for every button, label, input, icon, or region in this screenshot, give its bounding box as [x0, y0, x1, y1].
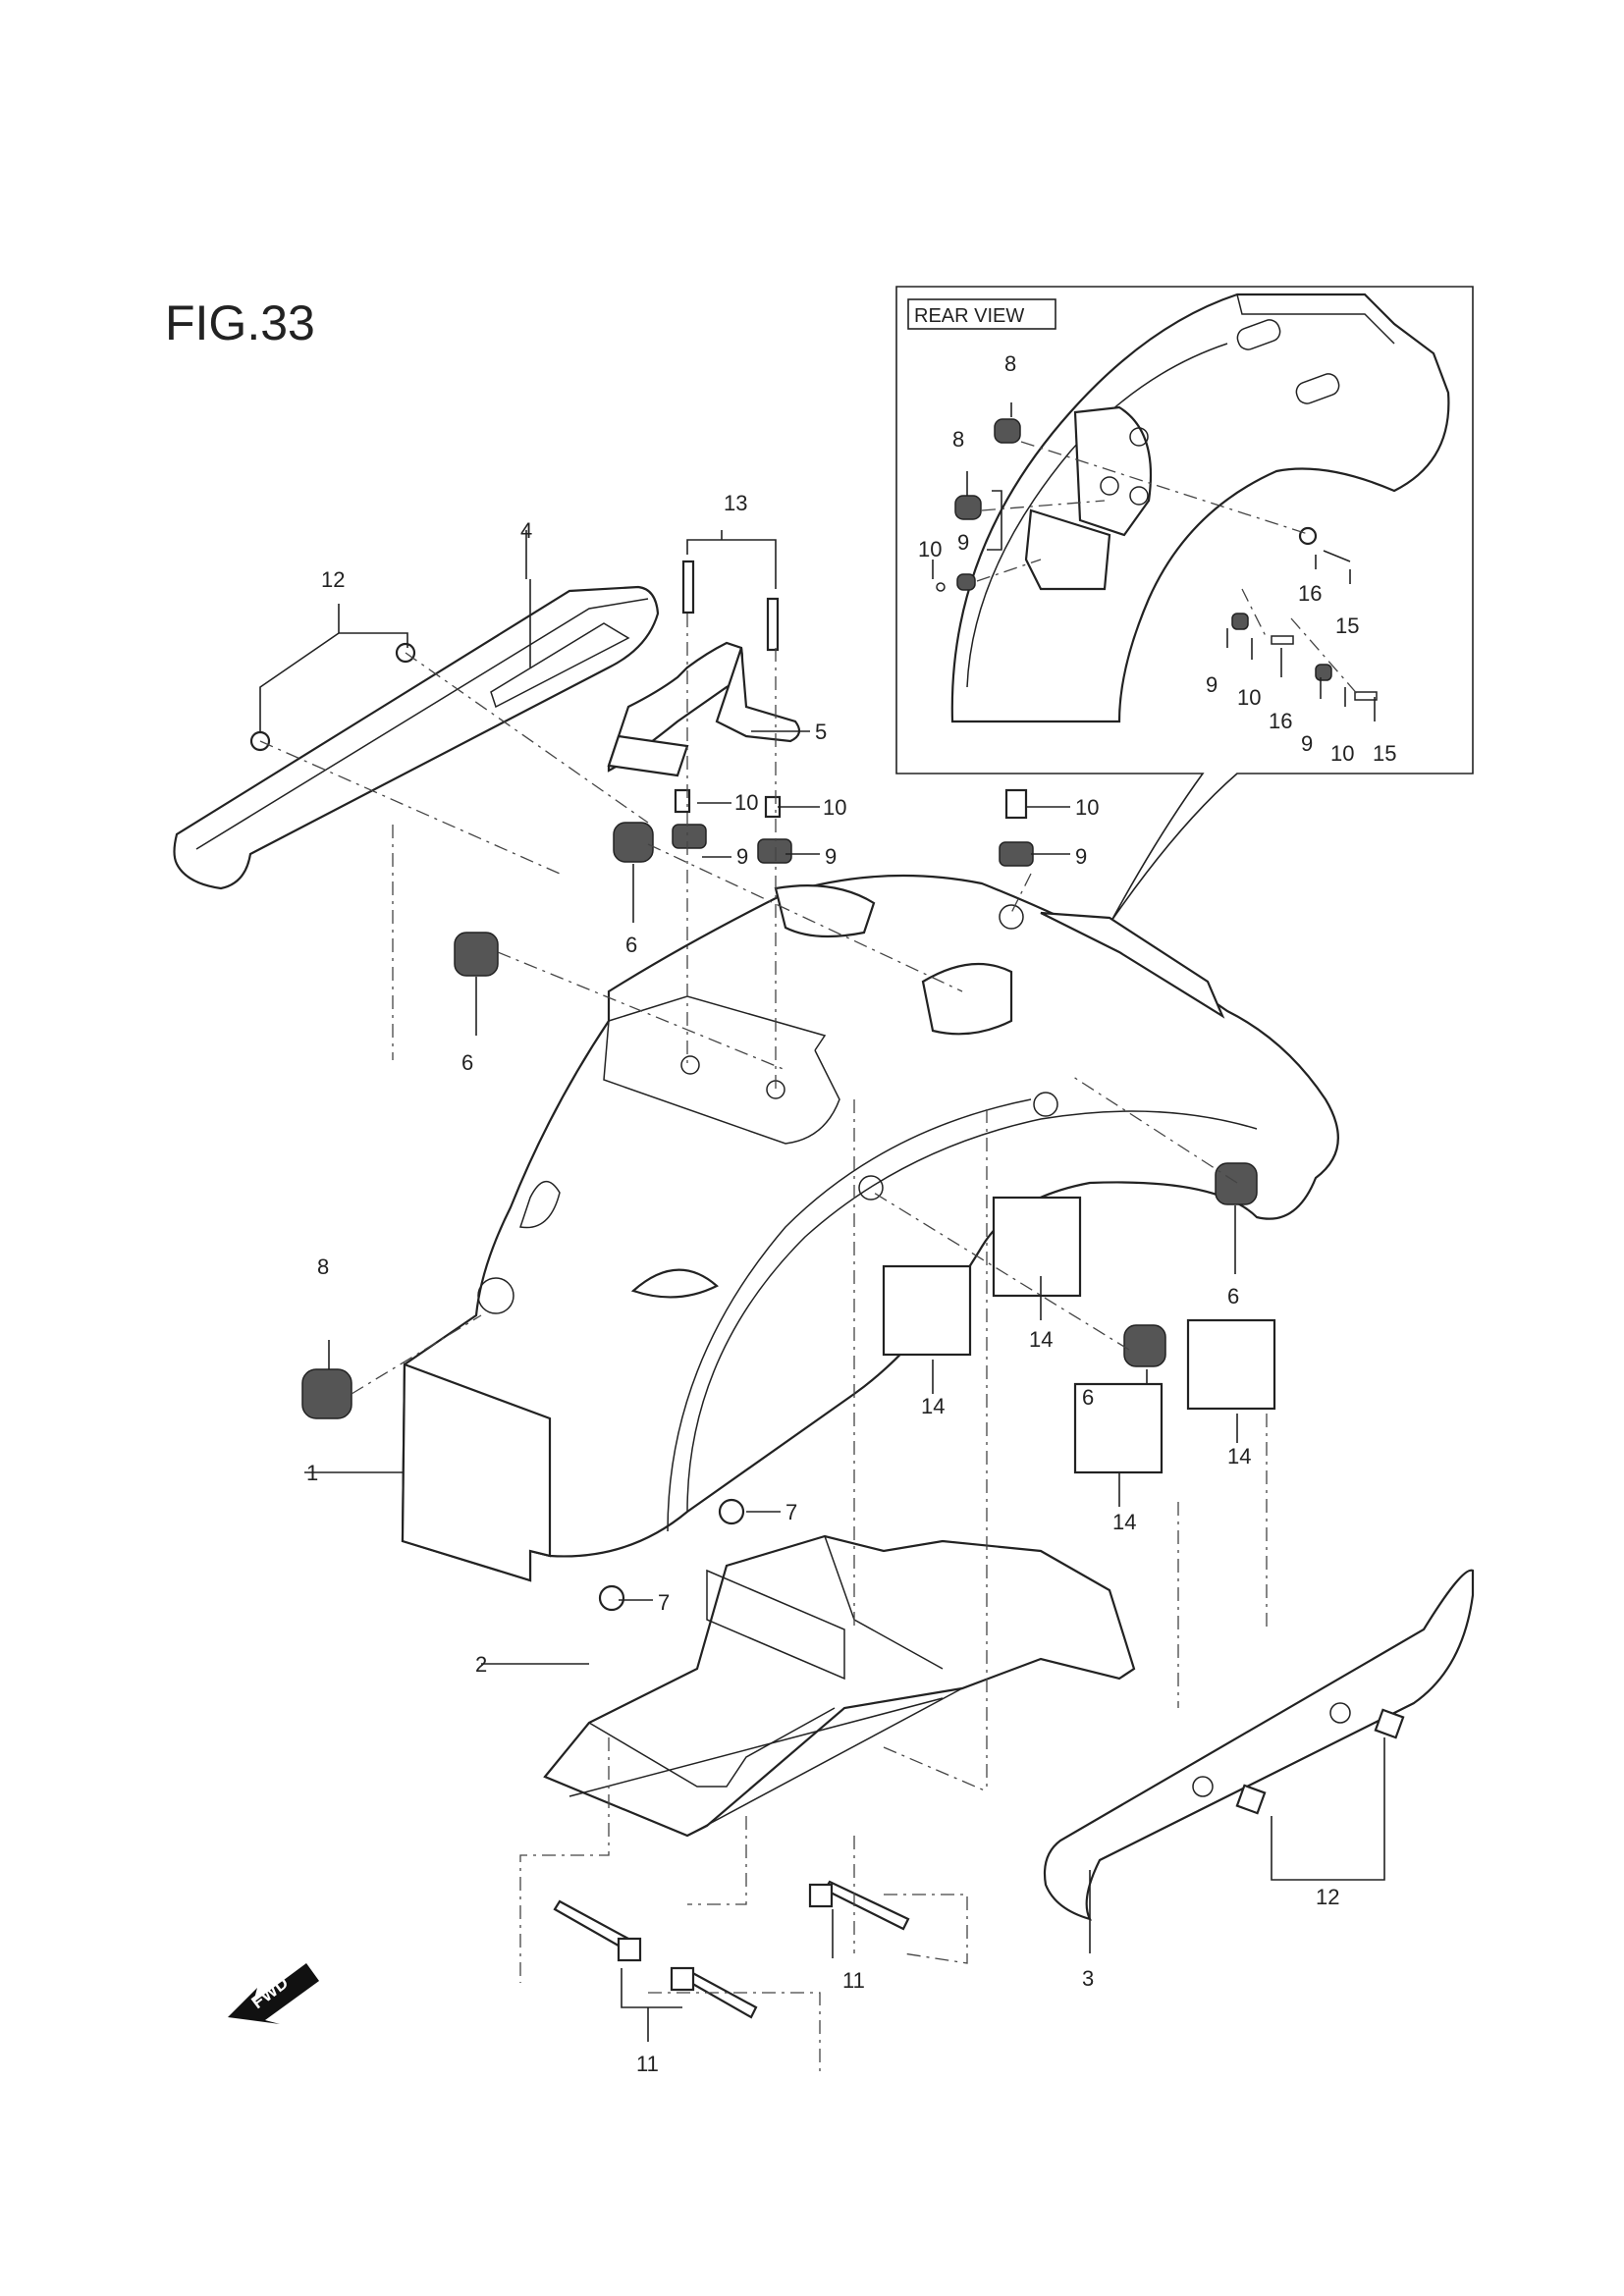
inset-callout-10b: 10: [1237, 685, 1261, 710]
bolt-11-c-head: [808, 1883, 834, 1908]
fwd-direction-arrow: FWD: [228, 1963, 319, 2024]
lower-fender-bracket: [543, 1534, 1136, 1838]
grommet-6-c: [1215, 1162, 1258, 1205]
grommet-6-b: [454, 932, 499, 977]
callout-12b: 12: [1316, 1885, 1339, 1909]
grommet-8-inset-a: [994, 418, 1021, 444]
callout-4: 4: [520, 518, 532, 543]
grommet-8: [301, 1368, 352, 1419]
callout-7a: 7: [785, 1500, 797, 1524]
callout-12a: 12: [321, 567, 345, 592]
callout-14b: 14: [921, 1394, 945, 1418]
inset-callout-9a: 9: [957, 530, 969, 555]
callout-9a: 9: [736, 844, 748, 869]
callout-11b: 11: [842, 1968, 865, 1993]
washer-16-inset-a: [1298, 526, 1318, 546]
left-rail-cover: [173, 585, 660, 890]
collar-10-inset-a: [936, 582, 946, 592]
grommet-6-d: [1123, 1324, 1166, 1367]
grommet-9-c: [999, 841, 1034, 867]
bolt-13-a: [681, 560, 695, 614]
callout-6c: 6: [1227, 1284, 1239, 1308]
callout-13: 13: [724, 491, 747, 515]
grommet-8-inset-b: [954, 495, 982, 520]
callout-9c: 9: [1075, 844, 1087, 869]
plate-holder: [1024, 508, 1111, 591]
callout-14c: 14: [1112, 1510, 1136, 1534]
rear-view-inset: REAR VIEW: [895, 286, 1474, 922]
screw-15-inset-a: [1323, 550, 1351, 562]
reflector-14-a: [882, 1264, 972, 1357]
inset-callout-9c: 9: [1301, 731, 1313, 756]
figure-title: FIG.33: [165, 295, 315, 350]
inset-callout-15a: 15: [1335, 614, 1359, 638]
callout-6b: 6: [461, 1050, 473, 1075]
inset-callout-10c: 10: [1330, 741, 1354, 766]
grommet-6-a: [613, 822, 654, 863]
callout-9b: 9: [825, 844, 837, 869]
reflector-14-c: [1073, 1382, 1164, 1474]
callout-14d: 14: [1227, 1444, 1251, 1468]
callout-5: 5: [815, 720, 827, 744]
reflector-14-d: [1186, 1318, 1276, 1411]
inset-callout-16a: 16: [1298, 581, 1322, 606]
grommet-9-inset-a: [956, 573, 976, 591]
inset-callout-16b: 16: [1269, 709, 1292, 733]
rear-view-label: REAR VIEW: [914, 305, 1024, 327]
rear-fender: [401, 874, 1339, 1582]
inset-callout-8a: 8: [1004, 351, 1016, 376]
callout-14a: 14: [1029, 1327, 1053, 1352]
callout-10a: 10: [734, 790, 758, 815]
callout-3: 3: [1082, 1966, 1094, 1991]
nut-7-b: [598, 1584, 625, 1612]
bolt-11-a: [553, 1899, 630, 1950]
grommet-9-inset-b: [1231, 613, 1249, 630]
callout-7b: 7: [658, 1590, 670, 1615]
bolt-11-c: [823, 1880, 910, 1931]
reflector-14-b: [992, 1196, 1082, 1298]
mud-flap: [401, 1362, 552, 1582]
grommet-9-a: [672, 824, 707, 849]
callout-6a: 6: [625, 933, 637, 957]
inset-callout-8b: 8: [952, 427, 964, 452]
callout-2: 2: [475, 1652, 487, 1677]
inset-callout-15b: 15: [1373, 741, 1396, 766]
rear-lamp-bracket: [1040, 911, 1225, 1019]
callout-10c: 10: [1075, 795, 1099, 820]
grommet-9-b: [757, 838, 792, 864]
collar-10-b: [764, 795, 782, 819]
callout-8a: 8: [317, 1255, 329, 1279]
bolt-11-b-head: [670, 1966, 695, 1992]
inset-callout-9b: 9: [1206, 672, 1218, 697]
inset-callout-10a: 10: [918, 537, 942, 561]
rear-fender-inset: [950, 293, 1450, 723]
nut-7-a: [718, 1498, 745, 1525]
callout-11a: 11: [636, 2052, 659, 2076]
screw-15-inset-b: [1354, 691, 1378, 701]
callout-1: 1: [306, 1461, 318, 1485]
nut-12-d: [1374, 1708, 1405, 1739]
bolt-11-a-head: [617, 1937, 642, 1962]
collar-10-a: [674, 788, 691, 814]
screw-16-inset-b: [1271, 635, 1294, 645]
grommet-9-inset-c: [1315, 664, 1332, 681]
bolt-13-b: [766, 597, 780, 652]
collar-10-c: [1004, 788, 1028, 820]
nut-12-c: [1235, 1784, 1267, 1815]
callout-6d: 6: [1082, 1385, 1094, 1410]
callout-10b: 10: [823, 795, 846, 820]
